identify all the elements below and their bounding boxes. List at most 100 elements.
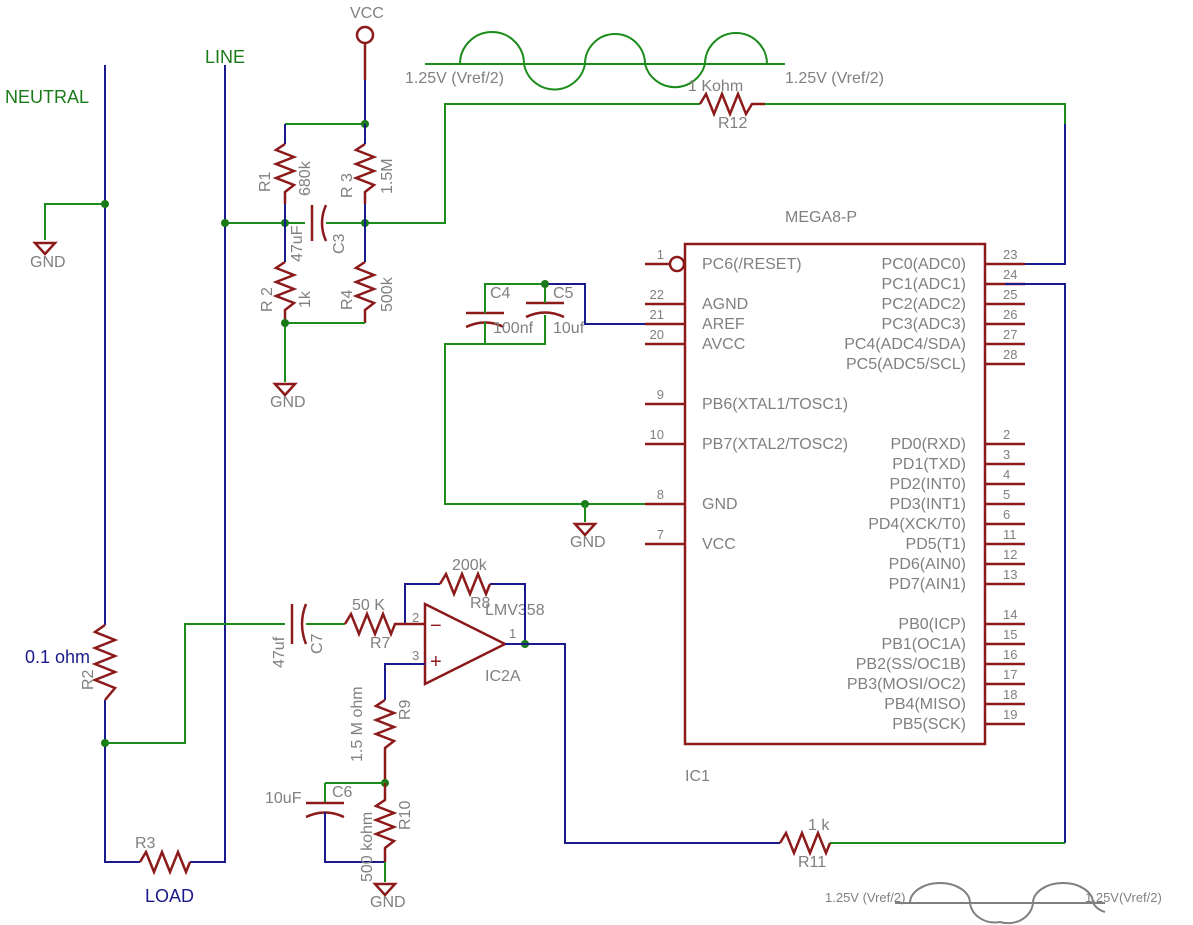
gnd-symbol-mcu: GND <box>570 522 606 551</box>
pin-number: 20 <box>650 327 664 342</box>
pin-number: 1 <box>657 247 664 262</box>
c5-name: C5 <box>553 285 574 302</box>
pin-number: 11 <box>1003 527 1017 542</box>
pin-number: 25 <box>1003 287 1017 302</box>
pin-number: 3 <box>1003 447 1010 462</box>
pin-number: 15 <box>1003 627 1017 642</box>
opamp-name: IC2A <box>485 668 521 685</box>
pin-number: 5 <box>1003 487 1010 502</box>
c7-value: 47uf <box>271 636 288 668</box>
load-label: LOAD <box>145 886 194 906</box>
pin-label: PB7(XTAL2/TOSC2) <box>702 436 848 453</box>
r12-value: 1 Kohm <box>688 78 743 95</box>
pin-label: PD3(INT1) <box>890 496 966 513</box>
pin-number: 9 <box>657 387 664 402</box>
pin-label: PD4(XCK/T0) <box>868 516 966 533</box>
r3-load-name: R3 <box>135 835 156 852</box>
pin-number: 26 <box>1003 307 1017 322</box>
r1-value: 680k <box>297 160 314 196</box>
pin-number: 24 <box>1003 267 1017 282</box>
r3-value: 1.5M <box>379 158 396 194</box>
pin-label: PC0(ADC0) <box>882 256 966 273</box>
pin-number: 21 <box>650 307 664 322</box>
pin-number: 27 <box>1003 327 1017 342</box>
resistor-r2: R 2 1k <box>259 260 314 323</box>
vcc-label: VCC <box>350 5 384 22</box>
opamp-minus-sign: − <box>430 615 442 637</box>
pin-number: 6 <box>1003 507 1010 522</box>
pin-label: PC2(ADC2) <box>882 296 966 313</box>
gnd-symbol-neutral: GND <box>30 203 105 271</box>
neutral-label: NEUTRAL <box>5 87 89 107</box>
c5-value: 10uf <box>553 320 585 337</box>
pin-number: 2 <box>1003 427 1010 442</box>
opamp-pin-out: 1 <box>509 626 516 641</box>
pin-label: PD7(AIN1) <box>889 576 966 593</box>
gnd-symbol-opamp: GND <box>370 882 406 911</box>
c6-value: 10uF <box>265 790 302 807</box>
mcu-left-pins: 1PC6(/RESET)22AGND21AREF20AVCC9PB6(XTAL1… <box>645 247 848 553</box>
gnd-symbol-divider: GND <box>270 382 306 411</box>
pin-label: PB2(SS/OC1B) <box>856 656 966 673</box>
pin-number: 4 <box>1003 467 1010 482</box>
c7-name: C7 <box>309 633 326 654</box>
waveform-bottom-left-label: 1.25V (Vref/2) <box>825 890 905 905</box>
gnd-label: GND <box>270 394 306 411</box>
opamp-pin-minus: 2 <box>412 610 419 625</box>
pin-number: 16 <box>1003 647 1017 662</box>
waveform-top-left-label: 1.25V (Vref/2) <box>405 70 504 87</box>
resistor-r3-load: R3 <box>135 835 192 876</box>
waveform-bottom: 1.25V (Vref/2) 1.25V(Vref/2) <box>825 882 1162 925</box>
opamp-plus-sign: + <box>430 651 442 673</box>
r2-value: 1k <box>297 290 314 308</box>
waveform-bottom-right-label: 1.25V(Vref/2) <box>1085 890 1162 905</box>
neutral-rail <box>104 65 140 863</box>
r4-value: 500k <box>379 276 396 312</box>
resistor-r12: 1 Kohm R12 <box>688 78 765 132</box>
r8-name: R8 <box>470 595 491 612</box>
opamp-pin-plus: 3 <box>412 648 419 663</box>
pin-label: PB5(SCK) <box>892 716 966 733</box>
waveform-top: 1.25V (Vref/2) 1.25V (Vref/2) <box>405 31 884 91</box>
c3-value: 47uF <box>289 225 306 262</box>
pin-label: AVCC <box>702 336 745 353</box>
pin-number: 18 <box>1003 687 1017 702</box>
gnd-label: GND <box>370 894 406 911</box>
pin-number: 22 <box>650 287 664 302</box>
c6-name: C6 <box>332 784 353 801</box>
mcu-body <box>683 242 987 746</box>
pin-number: 17 <box>1003 667 1017 682</box>
pin-label: PC6(/RESET) <box>702 256 802 273</box>
junction-dot <box>101 200 109 208</box>
gnd-label: GND <box>30 254 66 271</box>
pin-number: 23 <box>1003 247 1017 262</box>
resistor-r4: R4 500k <box>339 260 396 323</box>
r2-shunt-value: 0.1 ohm <box>25 647 90 667</box>
capacitor-c3: 47uF C3 <box>289 204 348 262</box>
pin-number: 14 <box>1003 607 1017 622</box>
resistor-r2-shunt: 0.1 ohm R2 <box>25 623 119 701</box>
gnd-label: GND <box>570 534 606 551</box>
vcc-terminal <box>355 25 375 45</box>
pin-label: PD0(RXD) <box>890 436 966 453</box>
capacitor-c7: 47uf C7 <box>271 603 326 668</box>
pin-label: PC5(ADC5/SCL) <box>846 356 966 373</box>
c3-name: C3 <box>331 233 348 254</box>
pin-number: 19 <box>1003 707 1017 722</box>
resistor-r8: 200k R8 <box>438 557 492 612</box>
pin-label: PC1(ADC1) <box>882 276 966 293</box>
